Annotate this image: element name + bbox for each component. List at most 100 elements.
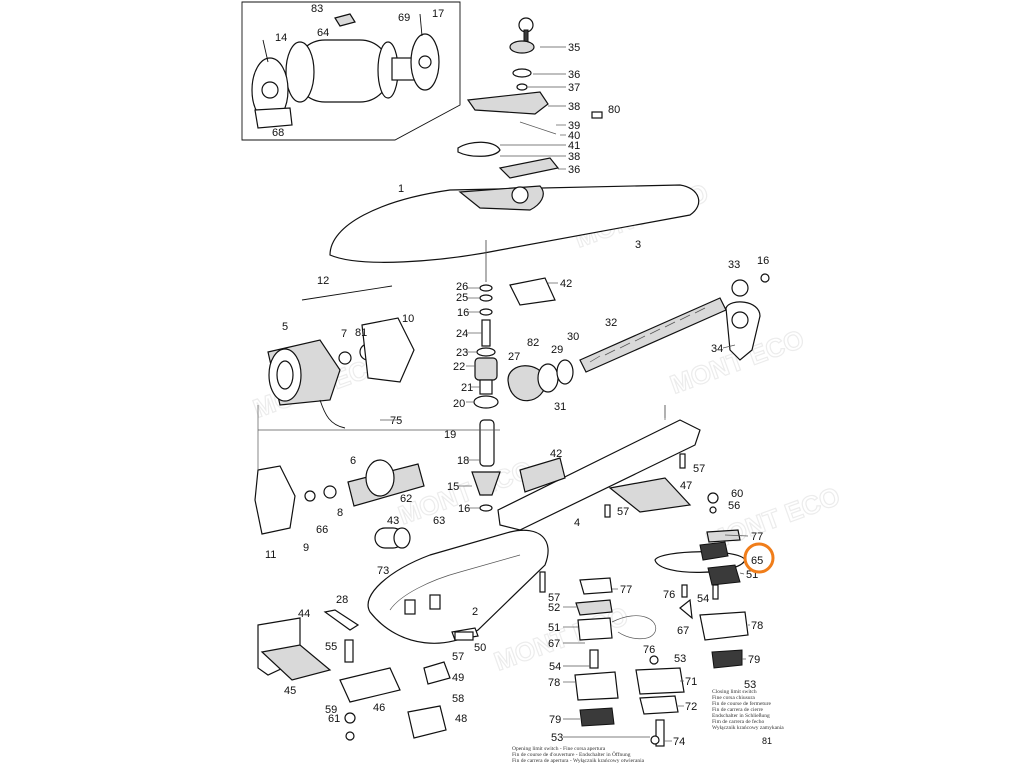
leader-lines [380, 46, 750, 742]
label-31: 31 [554, 401, 566, 413]
label-77b: 77 [620, 584, 632, 596]
svg-text:Fin de course de d'ouverture -: Fin de course de d'ouverture - Endschalt… [512, 751, 631, 758]
page-number: 81 [762, 736, 772, 746]
label-35: 35 [568, 42, 580, 54]
svg-text:Endschalter in Schließung: Endschalter in Schließung [712, 712, 770, 719]
label-53a: 53 [674, 653, 686, 665]
label-4: 4 [574, 517, 580, 529]
label-23: 23 [456, 347, 468, 359]
label-74: 74 [673, 736, 685, 748]
label-20: 20 [453, 398, 465, 410]
label-43: 43 [387, 515, 399, 527]
opening-limit-caption: Opening limit switch - Fine corsa apertu… [512, 746, 645, 764]
label-42b: 42 [550, 448, 562, 460]
label-11: 11 [265, 549, 276, 561]
label-38a: 38 [568, 101, 580, 113]
limit-switch-assemblies [454, 453, 749, 747]
rotor [254, 459, 425, 549]
label-10: 10 [402, 313, 414, 325]
label-76a: 76 [663, 589, 675, 601]
label-37: 37 [568, 82, 580, 94]
label-29: 29 [551, 344, 563, 356]
label-51b: 51 [548, 622, 560, 634]
label-2: 2 [472, 606, 478, 618]
label-17: 17 [432, 8, 444, 20]
label-57d: 57 [452, 651, 464, 663]
label-52: 52 [548, 602, 560, 614]
label-75: 75 [390, 415, 402, 427]
svg-text:Fim de carrera de fecho: Fim de carrera de fecho [712, 718, 764, 725]
top-lever-assembly [457, 17, 603, 179]
label-7: 7 [341, 328, 347, 340]
label-49: 49 [452, 672, 464, 684]
label-82: 82 [527, 337, 539, 349]
label-39: 39 [568, 120, 580, 132]
shaft-stack [471, 240, 556, 512]
label-41: 41 [568, 140, 580, 152]
label-54a: 54 [697, 593, 709, 605]
motor-stator [267, 285, 415, 429]
svg-text:Closing limit switch: Closing limit switch [712, 689, 757, 695]
label-80: 80 [608, 104, 620, 116]
svg-text:Fin de carrera de cierre: Fin de carrera de cierre [712, 707, 764, 713]
label-67a: 67 [677, 625, 689, 637]
label-44: 44 [298, 608, 310, 620]
label-36a: 36 [568, 69, 580, 81]
label-47: 47 [680, 480, 692, 492]
label-26: 26 [456, 281, 468, 293]
label-15: 15 [447, 481, 459, 493]
label-40: 40 [568, 130, 580, 142]
label-32: 32 [605, 317, 617, 329]
label-42a: 42 [560, 278, 572, 290]
label-83: 83 [311, 3, 323, 15]
label-57b: 57 [617, 506, 629, 518]
label-9: 9 [303, 542, 309, 554]
label-64: 64 [317, 27, 329, 39]
label-57a: 57 [693, 463, 705, 475]
label-22: 22 [453, 361, 465, 373]
label-71: 71 [685, 676, 697, 688]
svg-text:Fine corsa chiusura: Fine corsa chiusura [712, 695, 755, 701]
label-53c: 53 [551, 732, 563, 744]
label-79b: 79 [549, 714, 561, 726]
lower-bracket [257, 609, 451, 741]
label-54b: 54 [549, 661, 561, 673]
label-12: 12 [317, 275, 329, 287]
label-53b: 53 [744, 679, 756, 691]
svg-text:Wyłącznik krańcowy zamykania: Wyłącznik krańcowy zamykania [712, 725, 784, 731]
label-58: 58 [452, 693, 464, 705]
label-50: 50 [474, 642, 486, 654]
label-28: 28 [336, 594, 348, 606]
label-3: 3 [635, 239, 641, 251]
label-48: 48 [455, 713, 467, 725]
label-16c: 16 [458, 503, 470, 515]
label-36b: 36 [568, 164, 580, 176]
label-63: 63 [433, 515, 445, 527]
label-24: 24 [456, 328, 468, 340]
svg-text:Fin de carrera de apertura - W: Fin de carrera de apertura - Wyłącznik k… [512, 758, 645, 764]
label-38b: 38 [568, 151, 580, 163]
label-8: 8 [337, 507, 343, 519]
label-61: 61 [328, 713, 340, 725]
label-77a: 77 [751, 531, 763, 543]
label-76b: 76 [643, 644, 655, 656]
label-14: 14 [275, 32, 287, 44]
label-46: 46 [373, 702, 385, 714]
label-19: 19 [444, 429, 456, 441]
label-62: 62 [400, 493, 412, 505]
explode-lines [257, 240, 666, 470]
label-67b: 67 [548, 638, 560, 650]
label-33: 33 [728, 259, 740, 271]
label-68: 68 [272, 127, 284, 139]
label-18: 18 [457, 455, 469, 467]
label-25: 25 [456, 292, 468, 304]
label-5: 5 [282, 321, 288, 333]
label-57c: 57 [548, 592, 560, 604]
label-27: 27 [508, 351, 520, 363]
label-73: 73 [377, 565, 389, 577]
label-65: 65 [751, 555, 763, 567]
motor-detail-inset [241, 1, 461, 141]
label-60: 60 [731, 488, 743, 500]
label-66: 66 [316, 524, 328, 536]
